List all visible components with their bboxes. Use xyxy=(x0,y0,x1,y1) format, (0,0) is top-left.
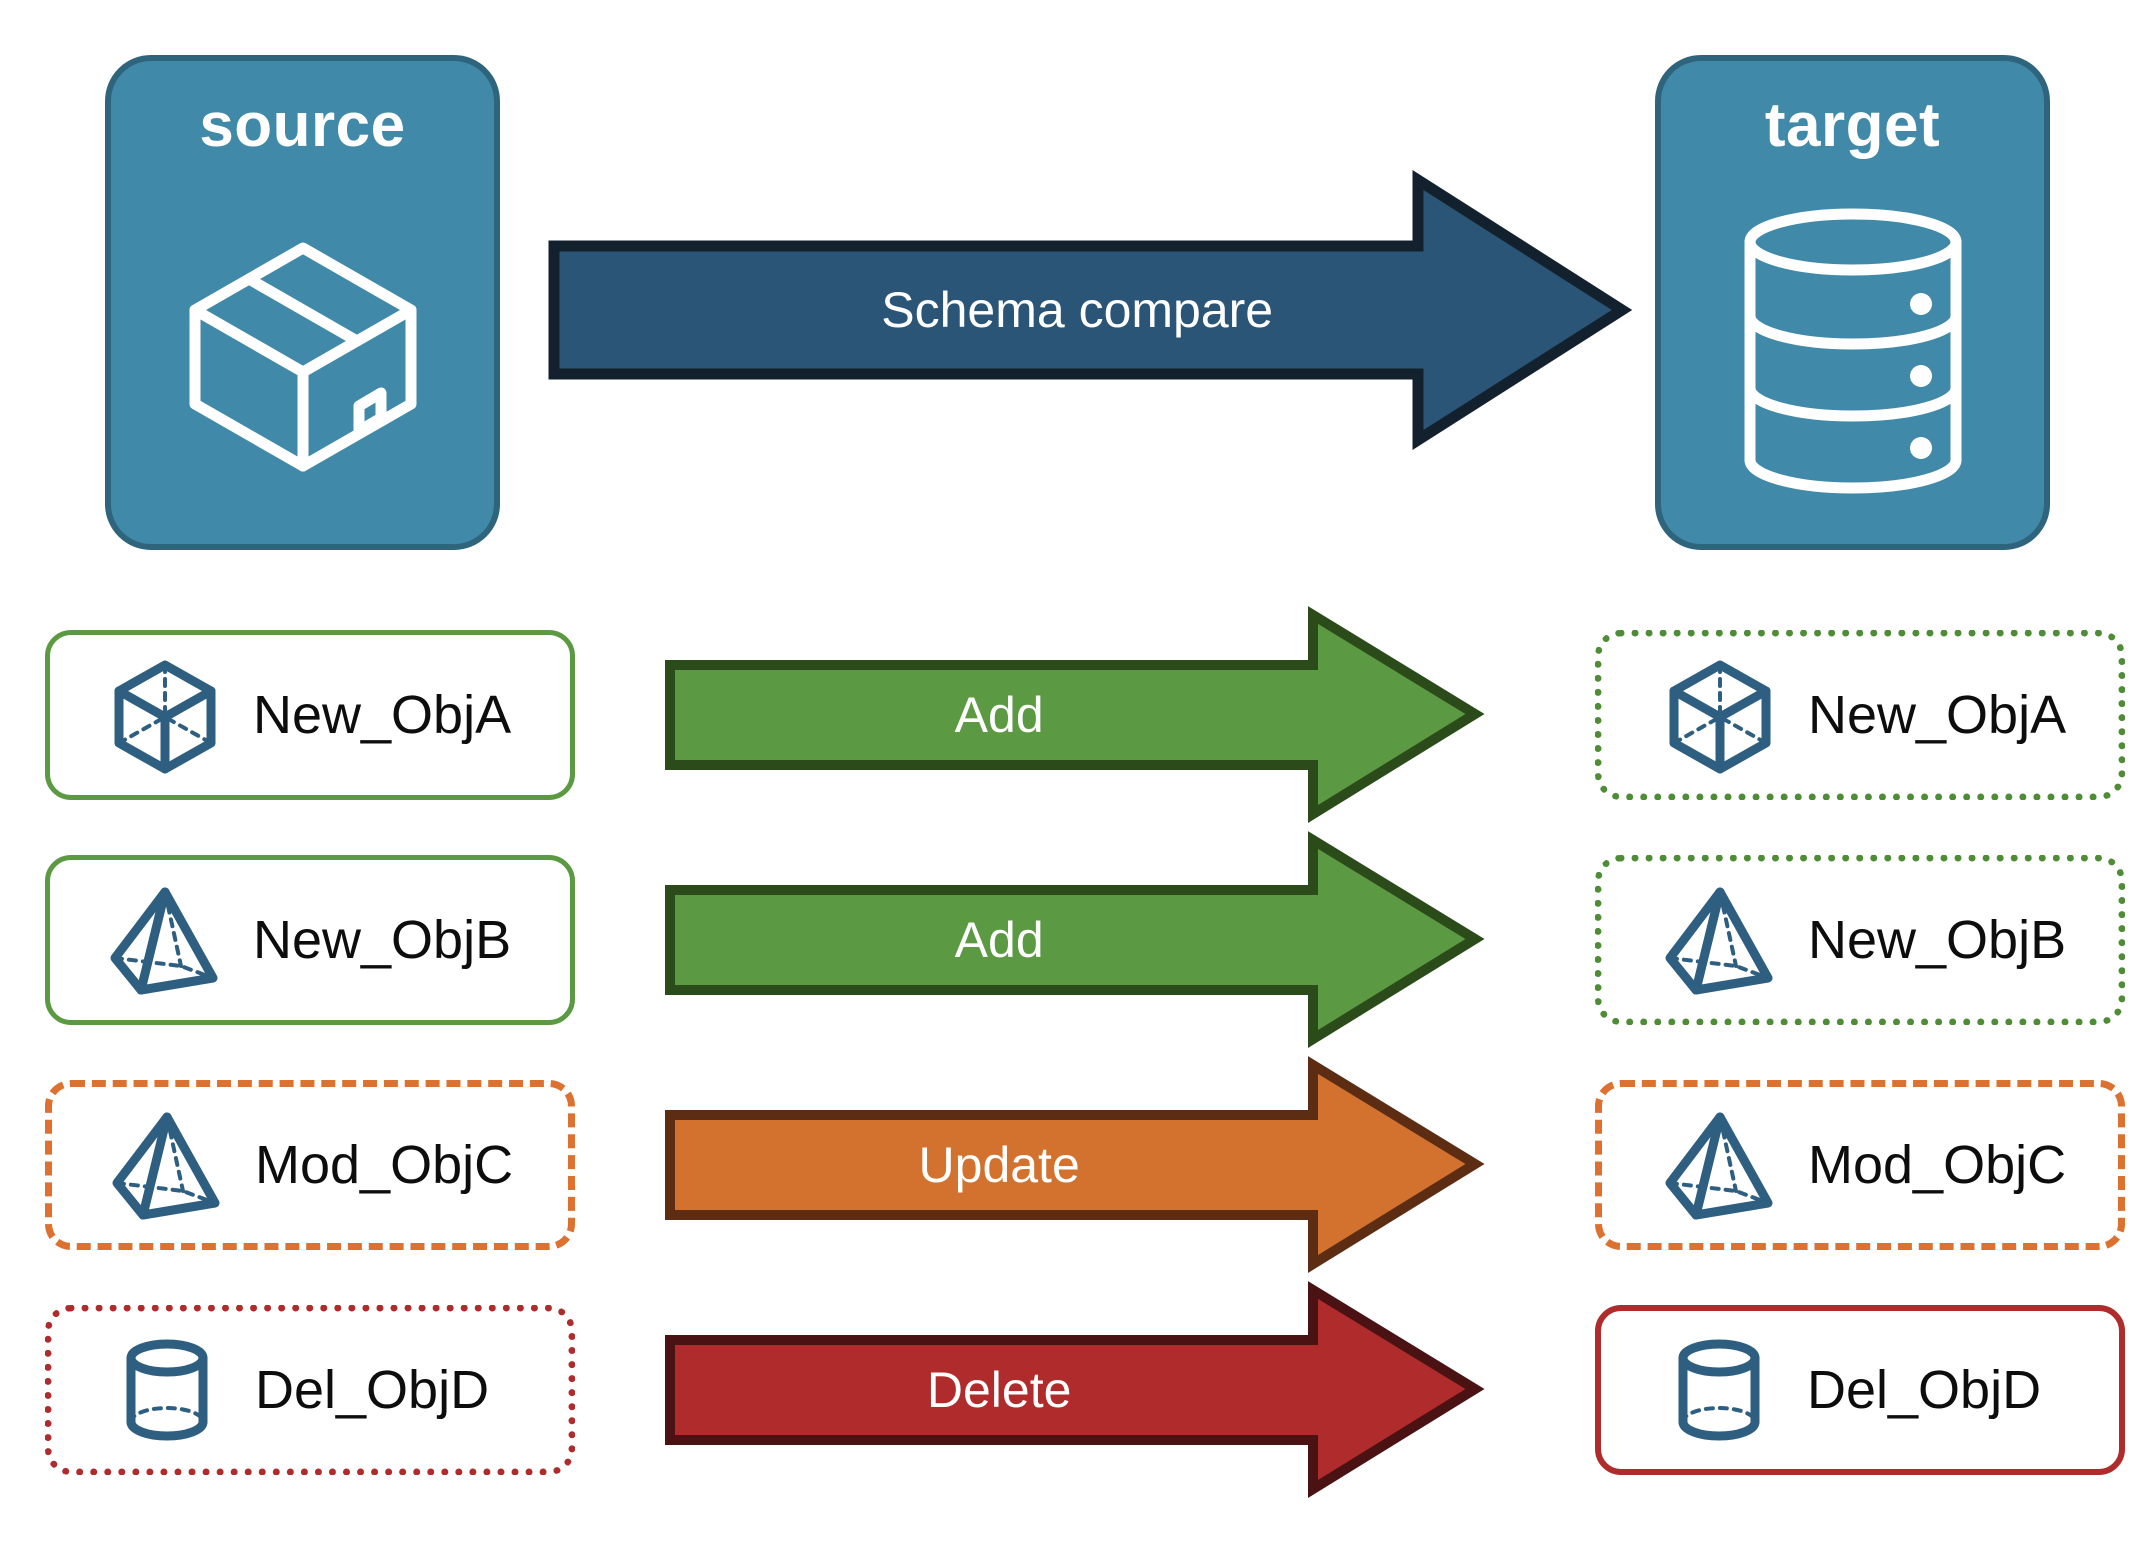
wireframe-pyramid-icon xyxy=(107,1105,227,1225)
wireframe-pyramid-icon xyxy=(1660,880,1780,1000)
wireframe-pyramid-icon xyxy=(1660,1105,1780,1225)
wireframe-cylinder-icon xyxy=(107,1330,227,1450)
comparison-row: Mod_ObjC Update xyxy=(0,1056,2150,1273)
package-box-icon xyxy=(111,158,494,544)
source-object-label: Mod_ObjC xyxy=(255,1135,514,1195)
action-arrow-delete: Delete xyxy=(665,1281,1485,1498)
schema-compare-arrow: Schema compare xyxy=(548,169,1633,451)
target-object-label: Mod_ObjC xyxy=(1808,1135,2067,1195)
target-object-label: New_ObjB xyxy=(1808,910,2067,970)
comparison-row: Del_ObjD Delete Del_ObjD xyxy=(0,1281,2150,1498)
target-object-card[interactable]: New_ObjB xyxy=(1595,855,2125,1025)
source-object-card[interactable]: New_ObjB xyxy=(45,855,575,1025)
target-object-label: New_ObjA xyxy=(1808,685,2067,745)
source-object-card[interactable]: Mod_ObjC xyxy=(45,1080,575,1250)
target-object-label: Del_ObjD xyxy=(1807,1360,2042,1420)
source-object-label: Del_ObjD xyxy=(255,1360,490,1420)
wireframe-cube-icon xyxy=(1660,655,1780,775)
action-arrow-add: Add xyxy=(665,831,1485,1048)
wireframe-cube-icon xyxy=(105,655,225,775)
comparison-row: New_ObjB Add Ne xyxy=(0,831,2150,1048)
source-object-label: New_ObjB xyxy=(253,910,512,970)
comparison-row: New_ObjA Add xyxy=(0,606,2150,823)
action-arrow-update: Update xyxy=(665,1056,1485,1273)
target-object-card[interactable]: New_ObjA xyxy=(1595,630,2125,800)
target-object-card[interactable]: Del_ObjD xyxy=(1595,1305,2125,1475)
wireframe-cylinder-icon xyxy=(1659,1330,1779,1450)
source-title: source xyxy=(199,91,406,160)
target-title: target xyxy=(1764,91,1941,160)
source-object-label: New_ObjA xyxy=(253,685,512,745)
target-object-card[interactable]: Mod_ObjC xyxy=(1595,1080,2125,1250)
target-endpoint-card: target xyxy=(1655,55,2050,550)
action-arrow-add: Add xyxy=(665,606,1485,823)
source-object-card[interactable]: New_ObjA xyxy=(45,630,575,800)
wireframe-pyramid-icon xyxy=(105,880,225,1000)
source-object-card[interactable]: Del_ObjD xyxy=(45,1305,575,1475)
database-cylinder-icon xyxy=(1661,158,2044,544)
source-endpoint-card: source xyxy=(105,55,500,550)
